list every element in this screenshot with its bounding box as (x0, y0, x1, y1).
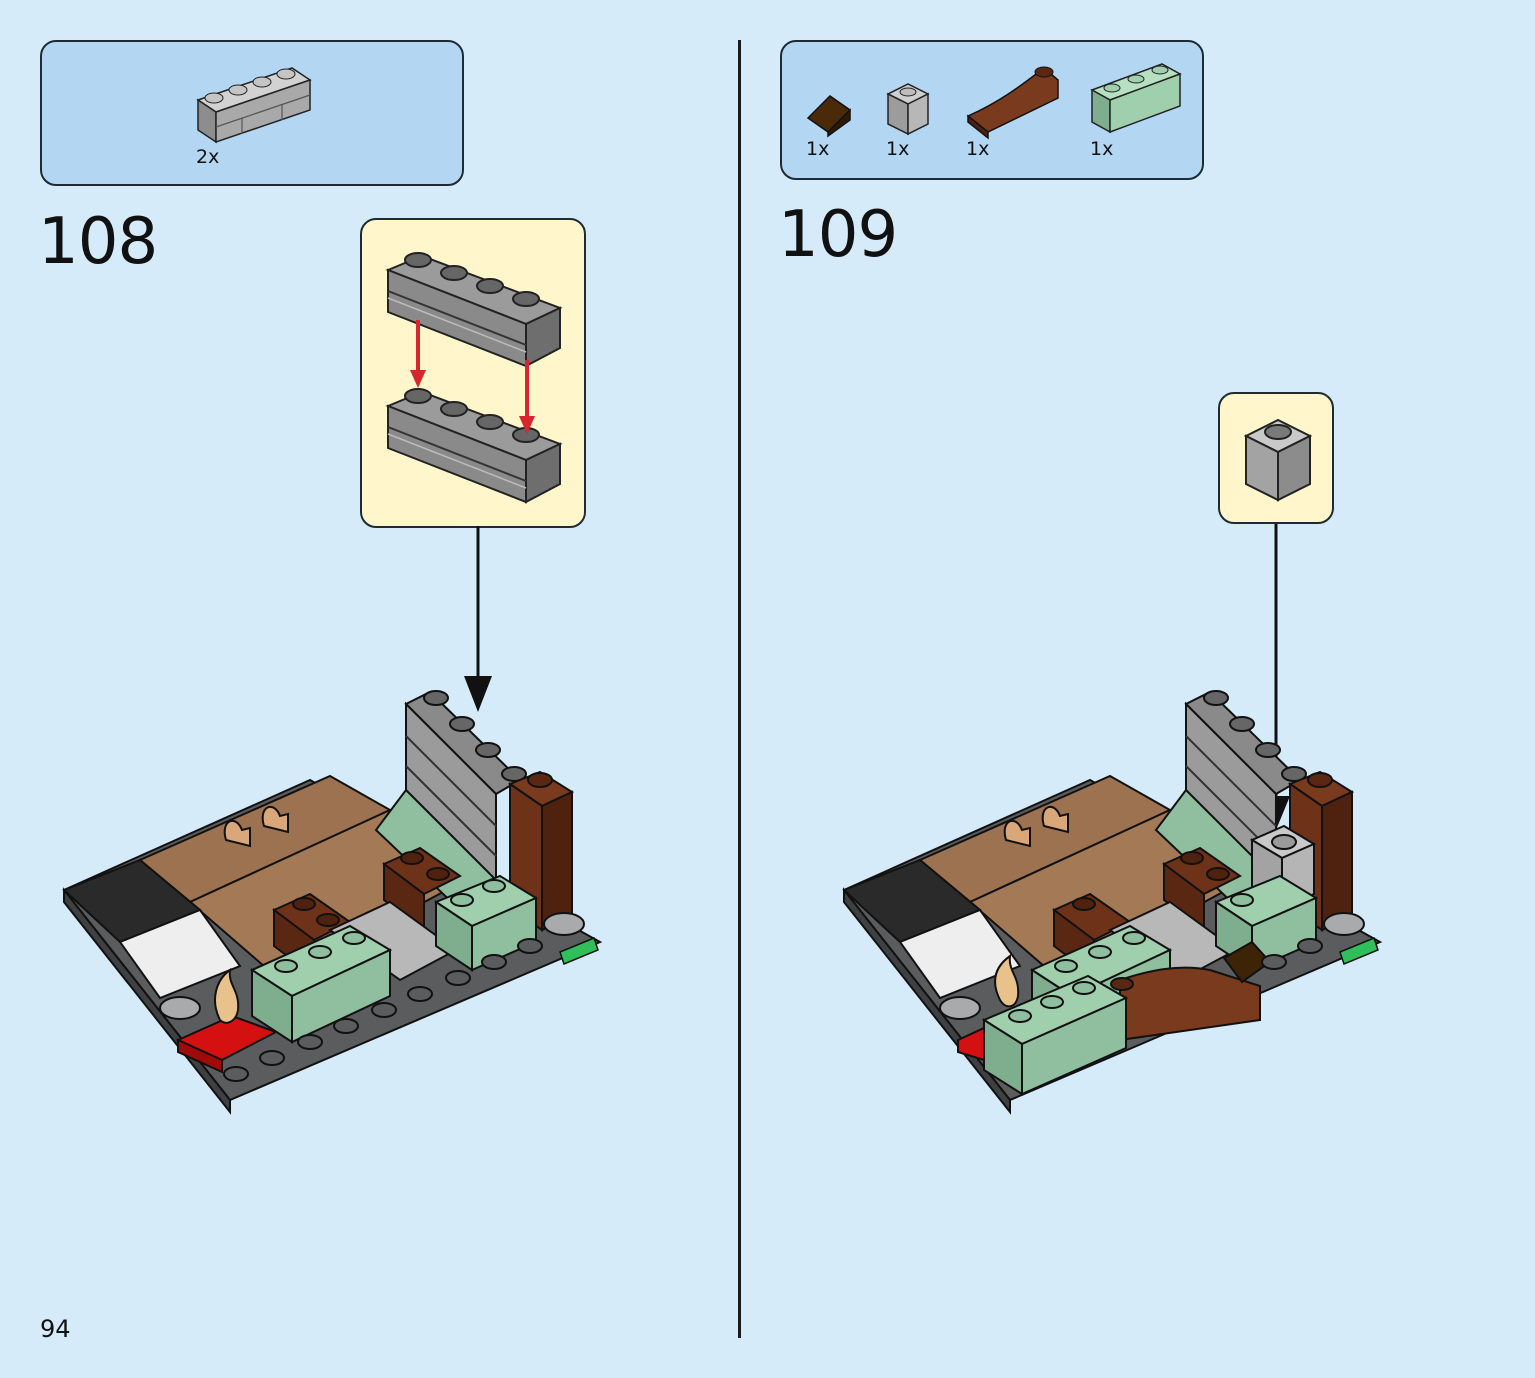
sand-green-brick-1x3-icon (1090, 63, 1182, 134)
callout-step-108 (360, 218, 586, 528)
brick-stack-sub-assembly (385, 252, 563, 504)
part-qty: 1x (1090, 138, 1114, 160)
gray-masonry-brick-1x4-icon (196, 67, 312, 144)
step-number-109: 109 (778, 198, 898, 272)
page-divider (738, 40, 741, 1338)
light-gray-brick-1x1-icon (1243, 418, 1313, 502)
parts-list-step-108: 2x (40, 40, 464, 186)
part-qty: 1x (886, 138, 910, 160)
part-qty: 2x (196, 146, 220, 168)
part-qty: 1x (966, 138, 990, 160)
reddish-brown-curved-slope-icon (966, 66, 1059, 140)
step-number-108: 108 (38, 205, 158, 279)
model-assembly-108 (62, 690, 603, 1115)
part-qty: 1x (806, 138, 830, 160)
page-number: 94 (40, 1315, 71, 1343)
dark-brown-slope-icon (806, 95, 852, 138)
parts-list-step-109: 1x 1x 1x 1x (780, 40, 1204, 180)
model-assembly-109 (842, 690, 1383, 1115)
placement-arrow-108 (464, 526, 492, 712)
callout-step-109 (1218, 392, 1334, 524)
light-gray-brick-1x1-icon (886, 83, 930, 136)
